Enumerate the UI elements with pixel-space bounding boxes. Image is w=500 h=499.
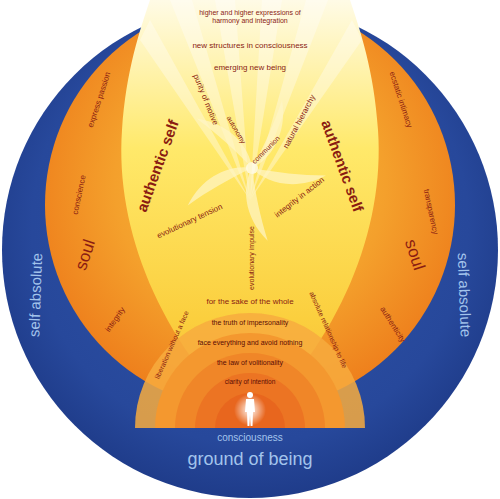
quality-label: higher and higher expressions of harmony… <box>190 9 310 24</box>
soul-disc: soulsoulconscienceintegritytransparencya… <box>45 0 455 412</box>
principle-label: for the sake of the whole <box>206 298 293 307</box>
principle-label: the law of volitionality <box>217 359 283 367</box>
quality-label: emerging new being <box>214 64 286 73</box>
authentic-self-fan: authentic selfauthentic selfexpress pass… <box>100 0 400 440</box>
quality-label: consciousness <box>217 432 283 443</box>
realm-title: ground of being <box>187 450 312 470</box>
quality-label: self absolute <box>26 253 45 338</box>
figure-glow <box>234 394 266 426</box>
principle-label: clarity of intention <box>225 378 276 385</box>
quality-label: evolutionary impulse <box>248 226 256 290</box>
quality-label: new structures in consciousness <box>192 42 307 51</box>
principle-label: face everything and avoid nothing <box>198 339 303 347</box>
light-rays <box>140 0 362 200</box>
principle-label: absolute relationship to life <box>308 291 349 370</box>
principle-label: liberation without a face <box>154 310 191 380</box>
principle-label: the truth of impersonality <box>212 319 289 327</box>
quality-label: self absolute <box>454 253 473 338</box>
yellow-fan <box>121 0 378 425</box>
spiral-swirl <box>187 100 326 241</box>
standing-figure <box>245 392 255 426</box>
